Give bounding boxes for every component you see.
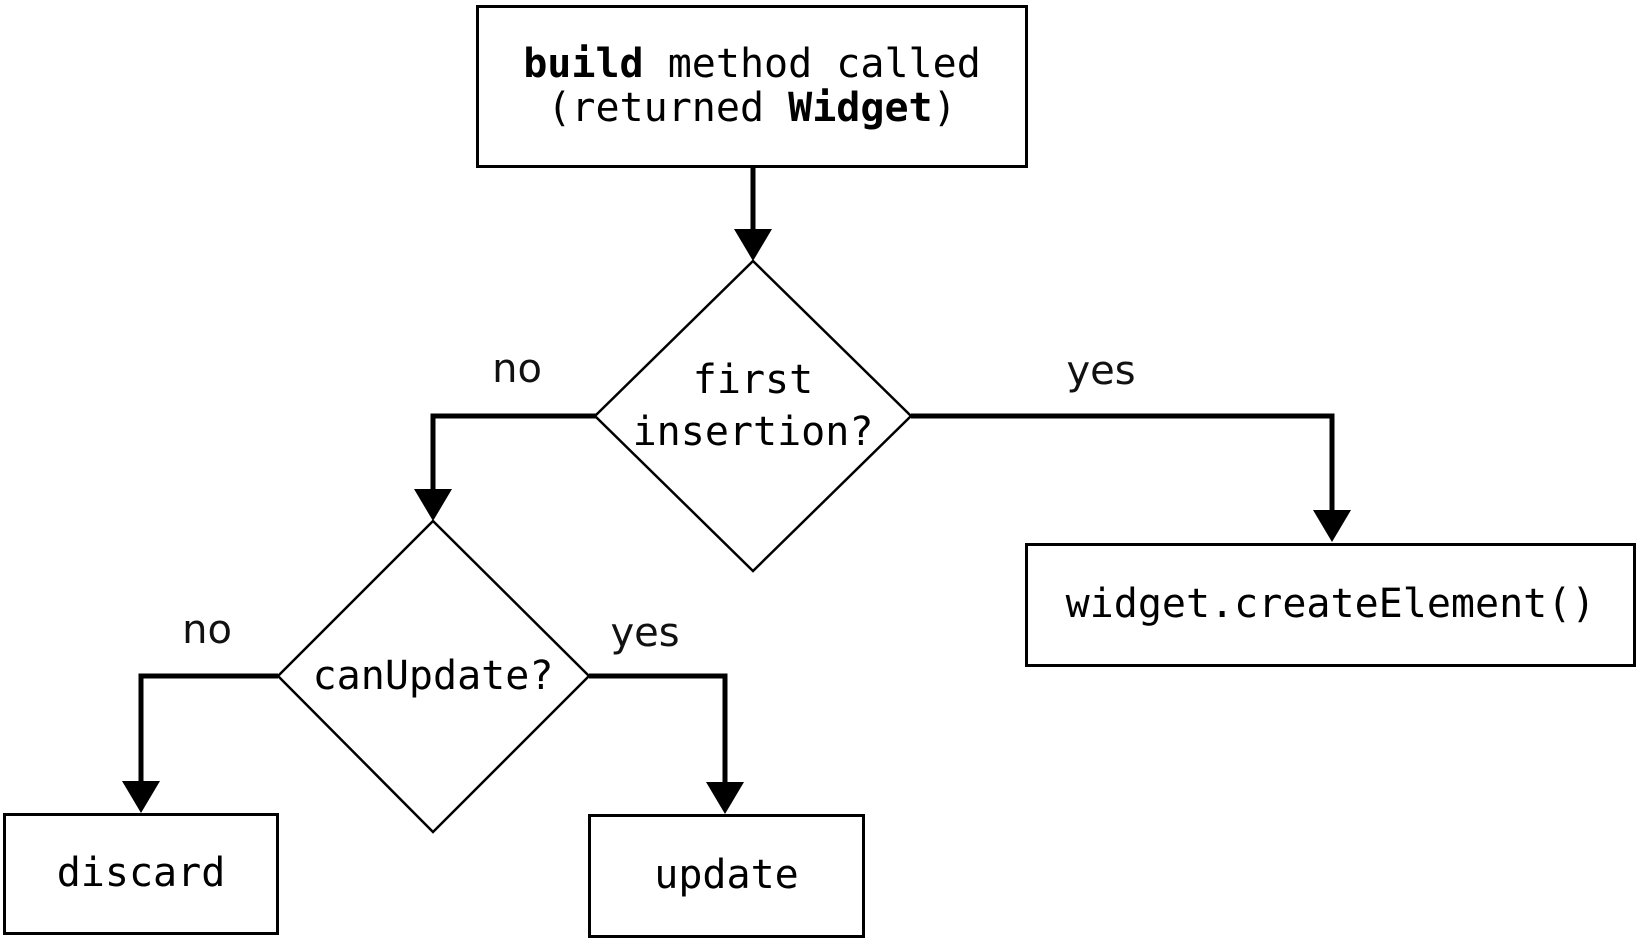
edge-first-insertion-no <box>414 413 596 521</box>
discard-label: discard <box>56 850 226 897</box>
update-node: update <box>588 814 865 938</box>
widget-keyword: Widget <box>788 84 933 131</box>
build-line2-close: ) <box>932 84 957 131</box>
can-update-no-label: no <box>182 607 232 653</box>
build-method-node: build method called (returned Widget) <box>476 5 1028 168</box>
discard-node: discard <box>3 813 279 935</box>
can-update-yes-label: yes <box>610 610 680 656</box>
build-keyword: build <box>523 41 644 88</box>
build-line1-rest: method called <box>643 41 981 88</box>
returned-text: (returned <box>547 84 789 131</box>
first-insertion-no-label: no <box>492 346 542 392</box>
edge-can-update-no <box>122 673 278 813</box>
edge-build-to-first-insertion <box>734 168 772 261</box>
build-method-line2: (returned Widget) <box>547 84 957 131</box>
can-update-diamond-shape <box>276 519 591 834</box>
create-element-label: widget.createElement() <box>1065 581 1596 628</box>
edge-can-update-yes <box>589 673 744 814</box>
first-insertion-diamond-shape <box>593 259 913 573</box>
build-method-line1: build method called <box>523 43 981 86</box>
first-insertion-yes-label: yes <box>1066 348 1136 394</box>
update-label: update <box>654 852 799 899</box>
create-element-node: widget.createElement() <box>1025 543 1636 667</box>
edge-first-insertion-yes <box>911 413 1351 542</box>
